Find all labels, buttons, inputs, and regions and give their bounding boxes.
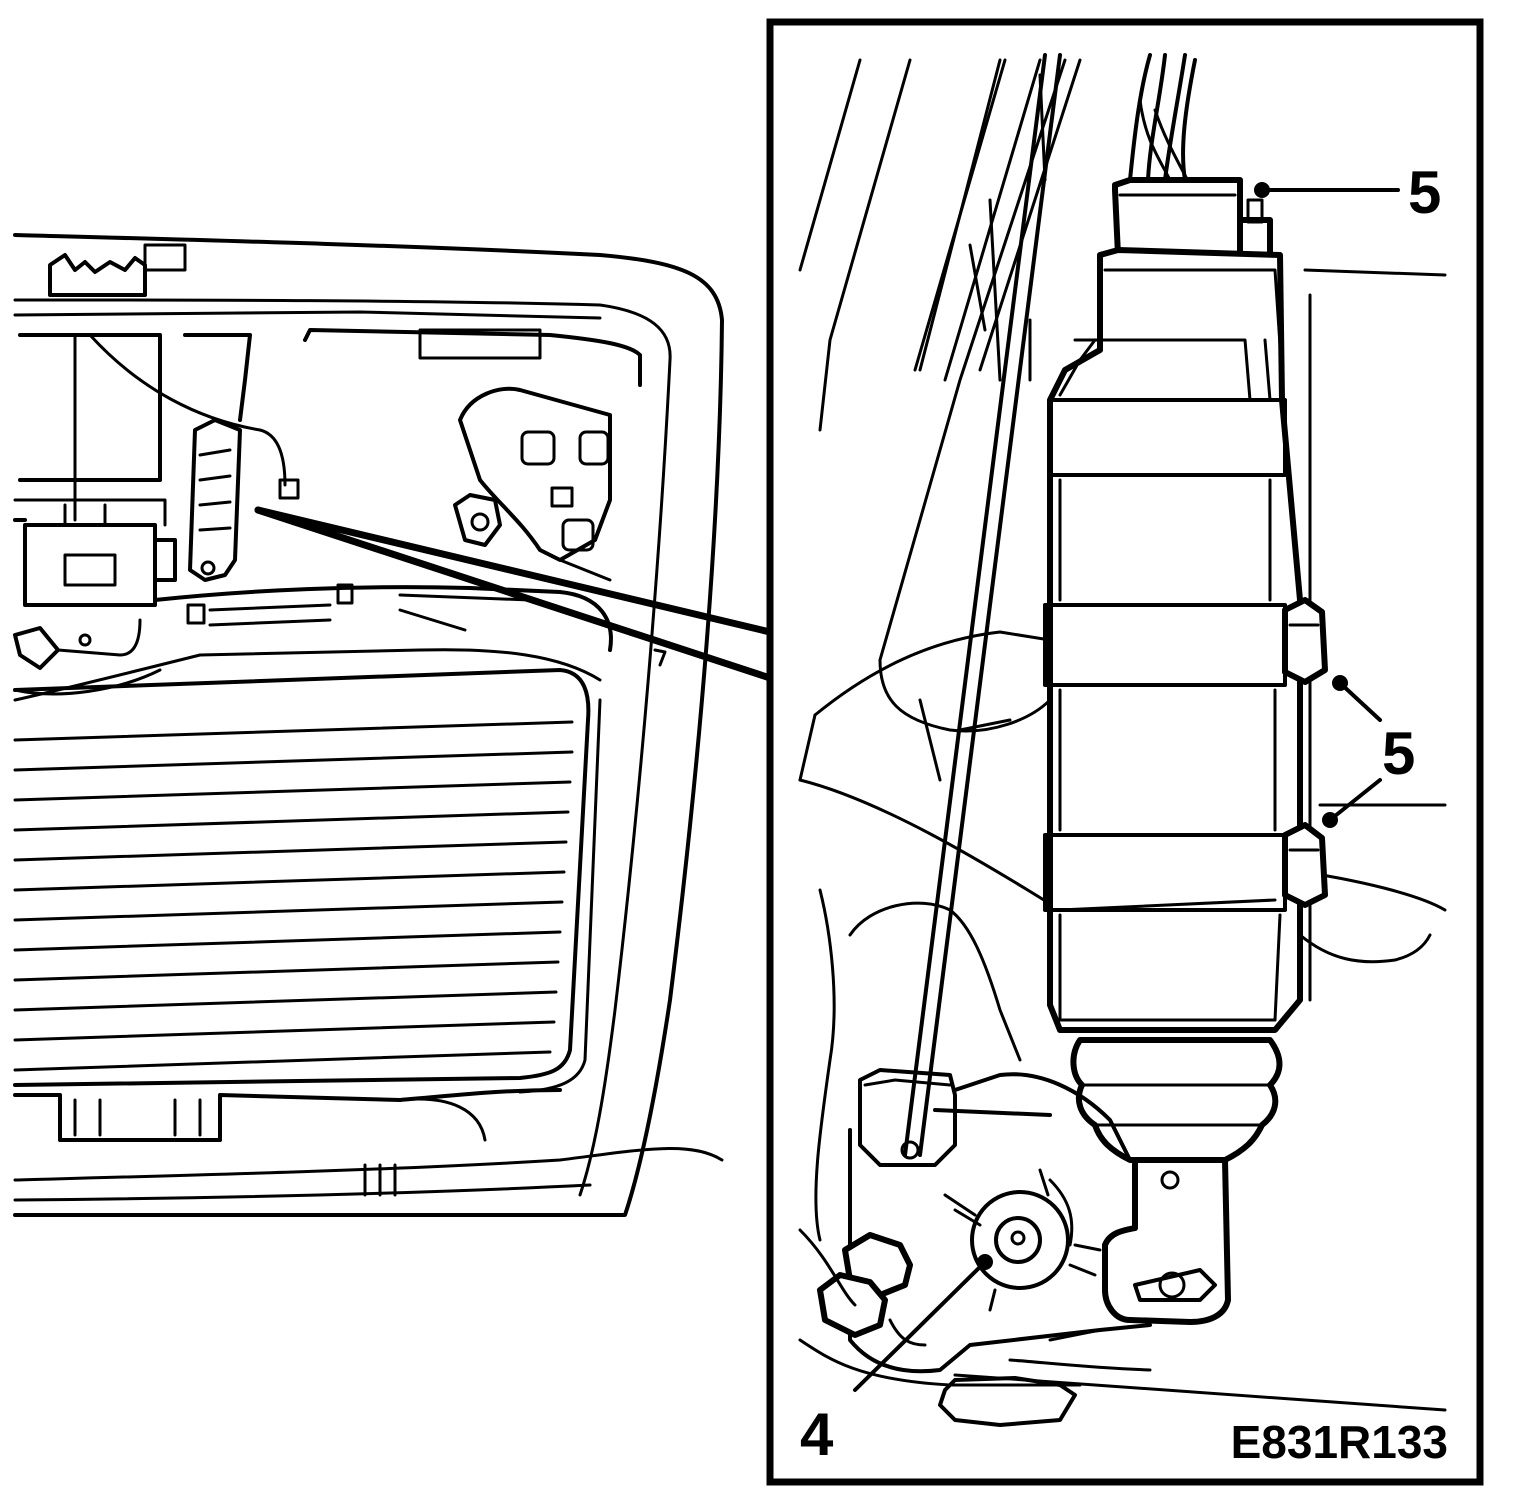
latch-plate [458, 386, 612, 562]
rubber-boot [1070, 1037, 1283, 1163]
pivot-bolt-inner [994, 1216, 1042, 1264]
actuator-detail [798, 53, 1447, 1427]
motor-band-1 [1048, 398, 1287, 477]
wiring-harness [1128, 53, 1197, 182]
actuator-link-plate [1102, 1157, 1231, 1325]
rod-clip [858, 1068, 957, 1167]
figure-code: E831R133 [1231, 1416, 1448, 1468]
lock-housing [23, 523, 157, 607]
callout-5-top-label: 5 [1408, 159, 1441, 226]
actuator-small [188, 418, 242, 582]
tailgate-outer-edge [13, 233, 724, 1217]
zoom-pointer-upper [254, 506, 774, 636]
tailgate-overview [13, 233, 724, 1217]
mounting-nut-lower [1282, 822, 1328, 908]
central-locking-motor [1047, 247, 1303, 1033]
callout-leaders [853, 182, 1400, 1392]
pivot-bolt-outer [970, 1190, 1070, 1290]
zoom-pointer-lower [254, 506, 774, 682]
lock-bracket [848, 1128, 1152, 1374]
bracket-clip-lower [817, 1272, 888, 1338]
tailgate-inner-edge [13, 298, 672, 1197]
mounting-nut-upper [1282, 597, 1328, 685]
rear-window [13, 668, 591, 1087]
callout-4-label: 4 [800, 1401, 834, 1468]
operating-rod [903, 53, 1047, 1157]
defroster-lines [13, 720, 574, 1072]
callout-5-side-label: 5 [1382, 720, 1415, 787]
top-clip [48, 253, 147, 297]
